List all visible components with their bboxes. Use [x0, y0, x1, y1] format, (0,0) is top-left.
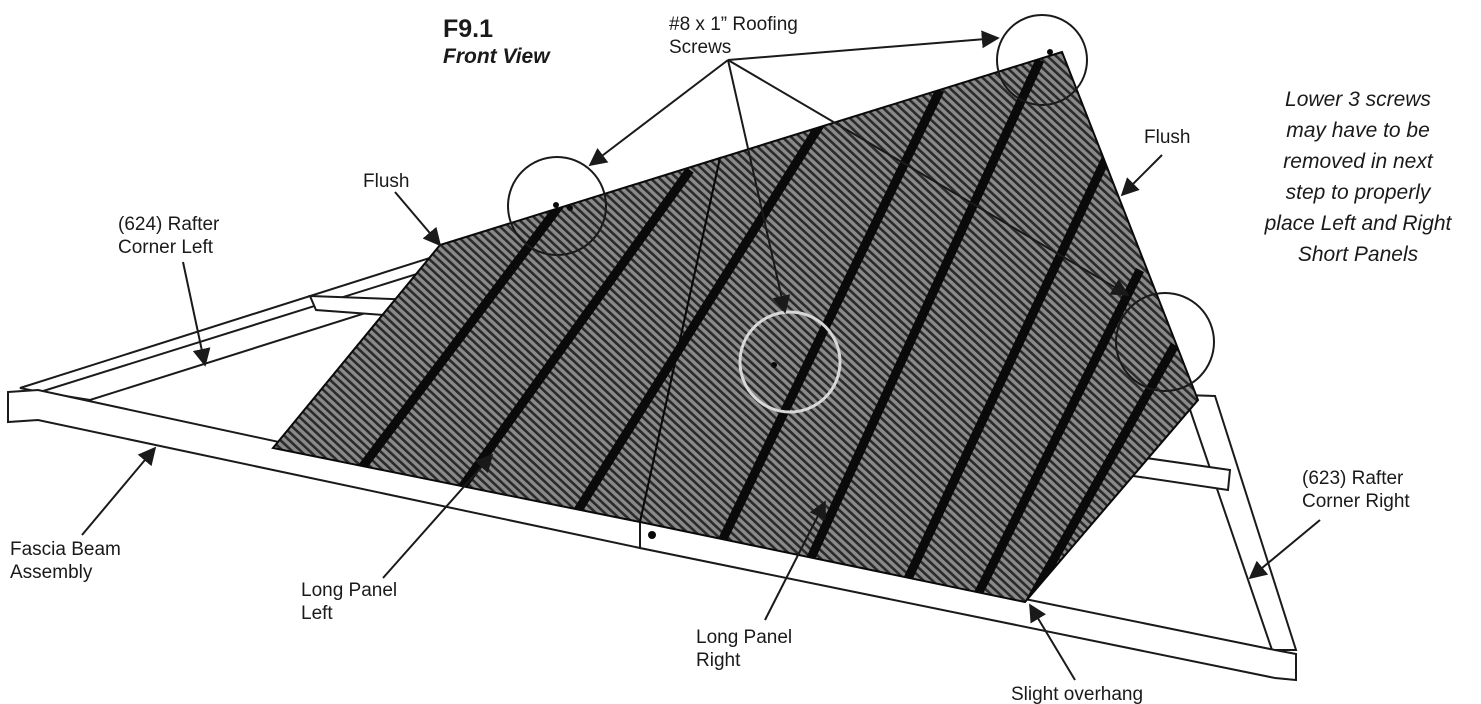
callout-flush-left: Flush [363, 171, 410, 192]
callout-rafter-corner-left: (624) Rafter Corner Left [118, 214, 220, 258]
callout-fascia-beam: Fascia Beam Assembly [10, 539, 121, 583]
figure-subtitle: Front View [443, 45, 550, 68]
detail-circle-top-left [507, 156, 607, 256]
callout-slight-overhang: Slight overhang [1011, 684, 1144, 704]
callout-long-panel-right: Long Panel Right [696, 627, 793, 671]
rafter-corner-right [1183, 393, 1298, 651]
detail-circle-right [1115, 292, 1215, 392]
detail-circle-top-right [996, 14, 1088, 106]
leader-arrows [81, 30, 1321, 681]
callout-roofing-screws: #8 x 1” Roofing Screws [669, 14, 798, 58]
callout-rafter-corner-right: (623) Rafter Corner Right [1302, 468, 1410, 512]
roof-panels [271, 50, 1200, 604]
callout-flush-right: Flush [1144, 127, 1191, 148]
fascia-beam-front-right [639, 518, 1297, 682]
screw-removal-note: Lower 3 screws may have to be removed in… [1264, 88, 1452, 266]
panel-ribs [356, 58, 1179, 602]
screw-heads [553, 49, 1053, 539]
figure-title: F9.1 [443, 15, 494, 43]
callout-long-panel-left: Long Panel Left [301, 580, 398, 624]
